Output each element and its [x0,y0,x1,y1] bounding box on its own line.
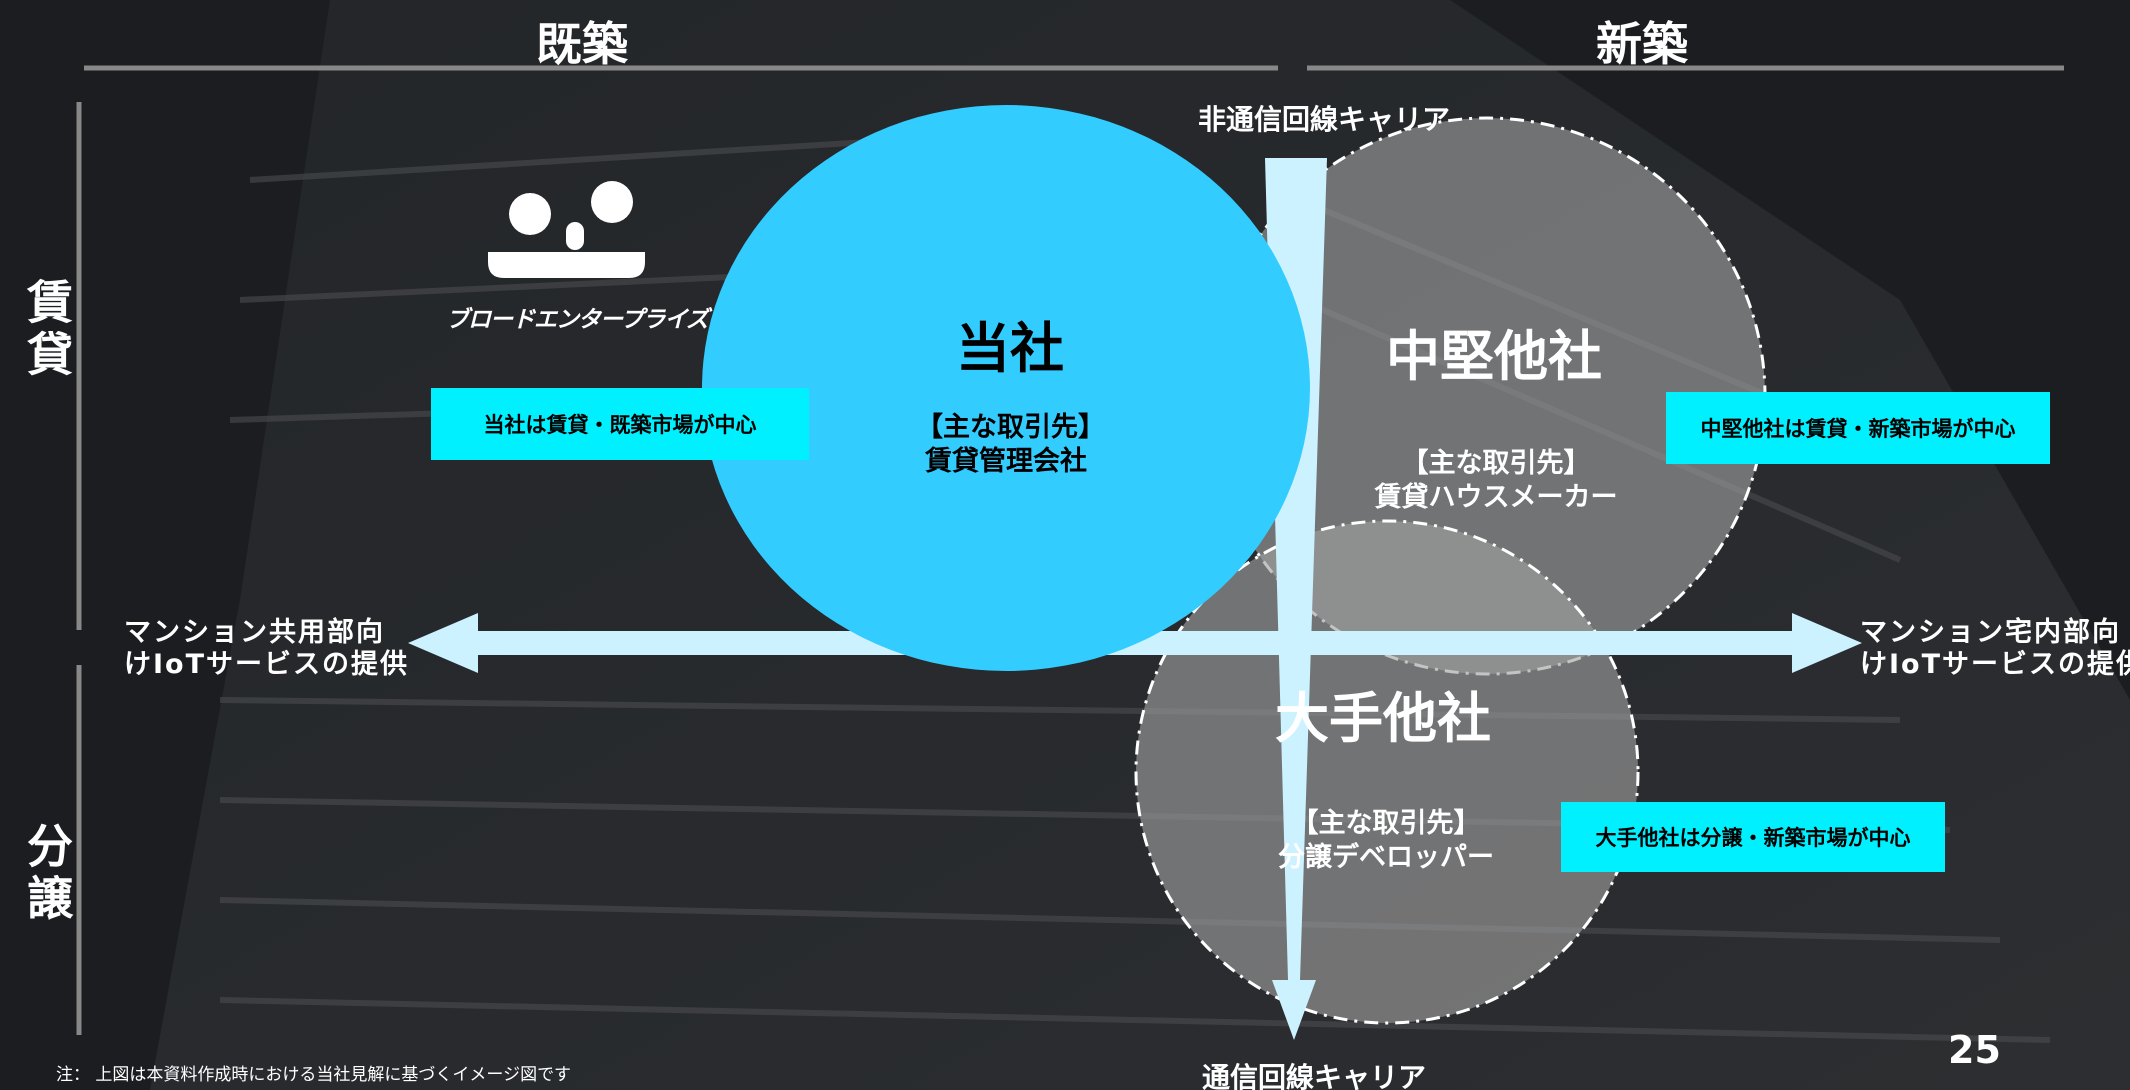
right-axis-label-line2: けIoTサービスの提供 [1860,649,2130,680]
column-header-new: 新築 [1596,17,1688,71]
our-company-callout: 当社は賃貸・既築市場が中心 [431,388,809,460]
row-header-rental: 賃貸 [20,278,74,382]
our-company-circle [702,105,1310,671]
major-competitor-callout: 大手他社は分譲・新築市場が中心 [1561,802,1945,872]
page-number: 25 [1948,1028,2001,1072]
top-axis-label: 非通信回線キャリア [1198,103,1451,136]
row-header-condo: 分譲 [20,822,74,926]
right-axis-label-line1: マンション宅内部向 [1860,617,2121,648]
midsize-competitor-partner: 賃貸ハウスメーカー [1374,482,1618,513]
broad-enterprise-logo [488,181,645,278]
left-axis-label-line2: けIoTサービスの提供 [124,649,410,680]
logo-wordmark: ブロードエンタープライズ [446,307,709,333]
our-company-title: 当社 [956,317,1064,380]
midsize-competitor-title: 中堅他社 [1386,325,1602,388]
column-header-existing: 既築 [536,17,628,71]
footnote: 注： 上図は本資料作成時における当社見解に基づくイメージ図です [56,1065,572,1085]
major-competitor-partner: 分譲デベロッパー [1278,842,1494,873]
midsize-competitor-callout: 中堅他社は賃貸・新築市場が中心 [1666,392,2050,464]
bottom-axis-label: 通信回線キャリア [1202,1061,1427,1090]
our-company-partner: 賃貸管理会社 [925,446,1087,477]
major-competitor-title: 大手他社 [1275,687,1491,750]
left-axis-label-line1: マンション共用部向 [124,617,385,648]
midsize-competitor-partner-label: 【主な取引先】 [1401,448,1591,479]
our-company-partner-label: 【主な取引先】 [916,412,1105,443]
major-competitor-partner-label: 【主な取引先】 [1291,808,1481,839]
